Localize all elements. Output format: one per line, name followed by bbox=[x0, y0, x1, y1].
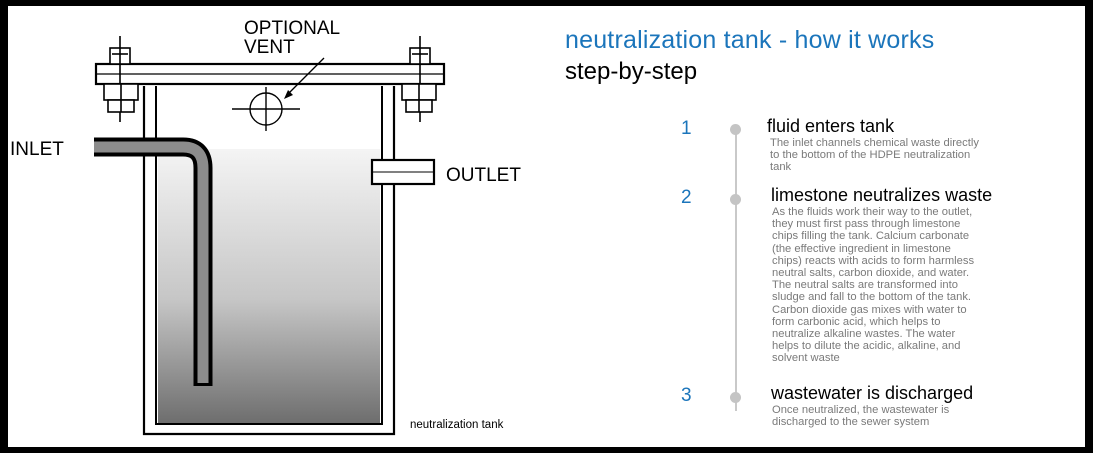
step-description: As the fluids work their way to the outl… bbox=[772, 206, 974, 365]
timeline-dot bbox=[730, 124, 741, 135]
timeline-dot bbox=[730, 194, 741, 205]
description-line: solvent waste bbox=[772, 352, 840, 365]
diagram-caption: neutralization tank bbox=[410, 419, 504, 431]
right-flange-bolt bbox=[401, 36, 437, 122]
tank-outer-wall bbox=[142, 86, 396, 436]
vent-label-line2: VENT bbox=[244, 37, 295, 58]
step-description: The inlet channels chemical waste direct… bbox=[770, 137, 979, 174]
description-line: Carbon dioxide gas mixes with water to bbox=[772, 303, 967, 316]
page-subtitle: step-by-step bbox=[565, 58, 698, 85]
description-line: The inlet channels chemical waste direct… bbox=[770, 137, 979, 149]
vent-leader-line bbox=[287, 57, 325, 95]
optional-vent-symbol bbox=[232, 87, 300, 131]
vent-label-line1: OPTIONAL bbox=[244, 18, 340, 39]
step-heading: limestone neutralizes waste bbox=[771, 185, 993, 205]
left-flange-bolt bbox=[103, 36, 139, 122]
description-line: tank bbox=[770, 161, 792, 174]
description-line: The neutral salts are transformed into bbox=[772, 279, 958, 292]
description-line: Once neutralized, the wastewater is bbox=[772, 404, 950, 416]
description-line: form carbonic acid, which helps to bbox=[772, 315, 941, 328]
description-line: sludge and fall to the bottom of the tan… bbox=[772, 291, 972, 304]
outlet-label: OUTLET bbox=[446, 165, 521, 186]
step-number: 3 bbox=[681, 385, 692, 406]
slide-frame: OPTIONAL VENT INLET OUTLET neutralizatio… bbox=[8, 6, 1085, 447]
step-number: 1 bbox=[681, 118, 692, 139]
vent-leader-arrow bbox=[284, 90, 293, 99]
inlet-label: INLET bbox=[10, 139, 64, 160]
step-number: 2 bbox=[681, 187, 692, 208]
description-line: helps to dilute the acidic, alkaline, an… bbox=[772, 340, 961, 353]
step-heading: fluid enters tank bbox=[767, 116, 895, 136]
description-line: neutralize alkaline wastes. The water bbox=[772, 328, 956, 341]
tank-fluid-fill bbox=[158, 149, 380, 423]
description-line: they must first pass through limestone bbox=[772, 218, 961, 231]
description-line: discharged to the sewer system bbox=[772, 416, 930, 429]
description-line: to the bottom of the HDPE neutralization bbox=[770, 149, 971, 162]
tank-inner-wall bbox=[155, 86, 383, 425]
description-line: neutral salts, carbon dioxide, and water… bbox=[772, 267, 970, 280]
neutralization-tank-diagram: OPTIONAL VENT INLET OUTLET neutralizatio… bbox=[10, 18, 521, 436]
steps-timeline bbox=[735, 128, 737, 411]
description-line: chips) reacts with acids to form harmles… bbox=[772, 254, 975, 267]
description-line: As the fluids work their way to the outl… bbox=[772, 206, 973, 218]
page-title: neutralization tank - how it works bbox=[565, 26, 935, 54]
step-description: Once neutralized, the wastewater is disc… bbox=[772, 404, 949, 428]
description-line: chips filling the tank. Calcium carbonat… bbox=[772, 230, 970, 243]
description-line: (the effective ingredient in limestone bbox=[772, 242, 951, 255]
inlet-pipe-core bbox=[94, 141, 209, 383]
timeline-dot bbox=[730, 392, 741, 403]
step-heading: wastewater is discharged bbox=[771, 383, 974, 403]
